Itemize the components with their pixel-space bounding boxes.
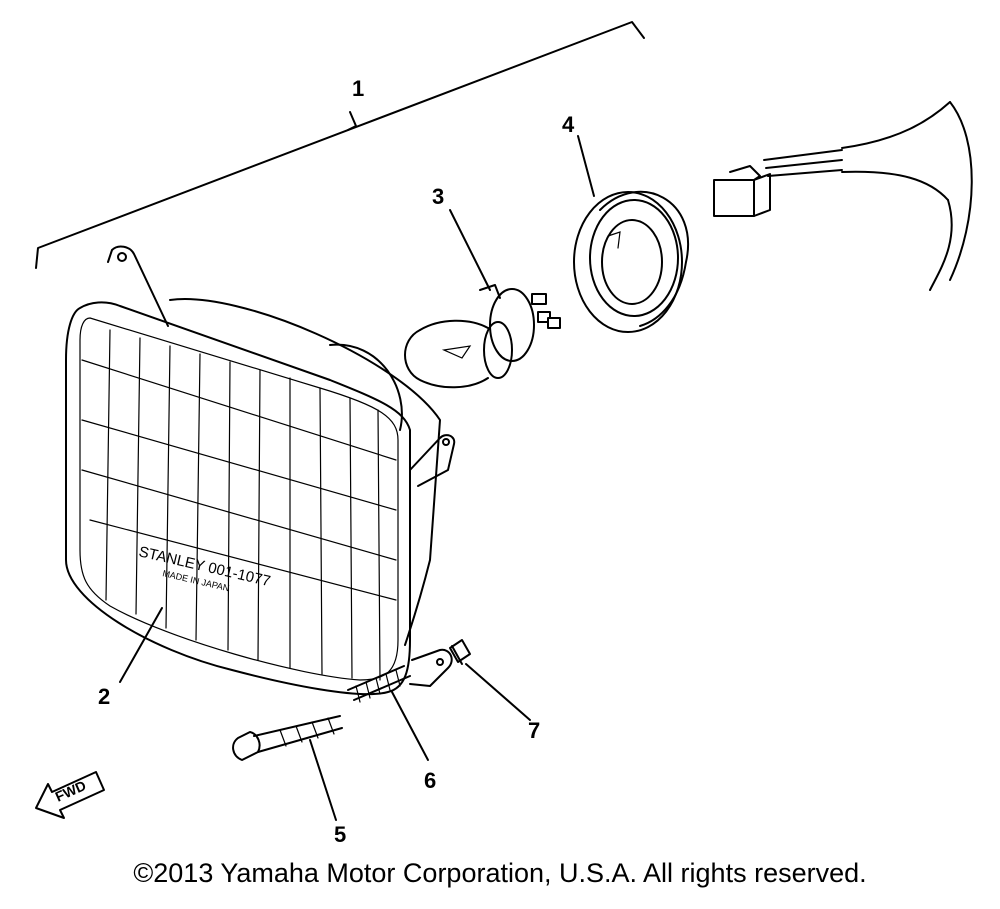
- callout-1: 1: [352, 76, 364, 101]
- adjusting-spring: 6: [347, 665, 436, 793]
- callout-5: 5: [334, 822, 346, 847]
- callout-6: 6: [424, 768, 436, 793]
- adjusting-screw: 5: [232, 715, 346, 847]
- halogen-bulb: 3: [404, 184, 561, 389]
- bulb-cover: 4: [562, 112, 689, 333]
- headlight-unit: STANLEY 001-1077 MADE IN JAPAN 2: [65, 245, 456, 709]
- callout-4: 4: [562, 112, 575, 137]
- wiring-harness-connector: [713, 101, 973, 291]
- callout-2: 2: [98, 684, 110, 709]
- copyright-notice: ©2013 Yamaha Motor Corporation, U.S.A. A…: [133, 858, 867, 888]
- assembly-bracket: 1: [35, 21, 645, 269]
- adjusting-nut: 7: [449, 639, 540, 743]
- callout-3: 3: [432, 184, 444, 209]
- forward-arrow-icon: FWD: [35, 771, 105, 819]
- callout-7: 7: [528, 718, 540, 743]
